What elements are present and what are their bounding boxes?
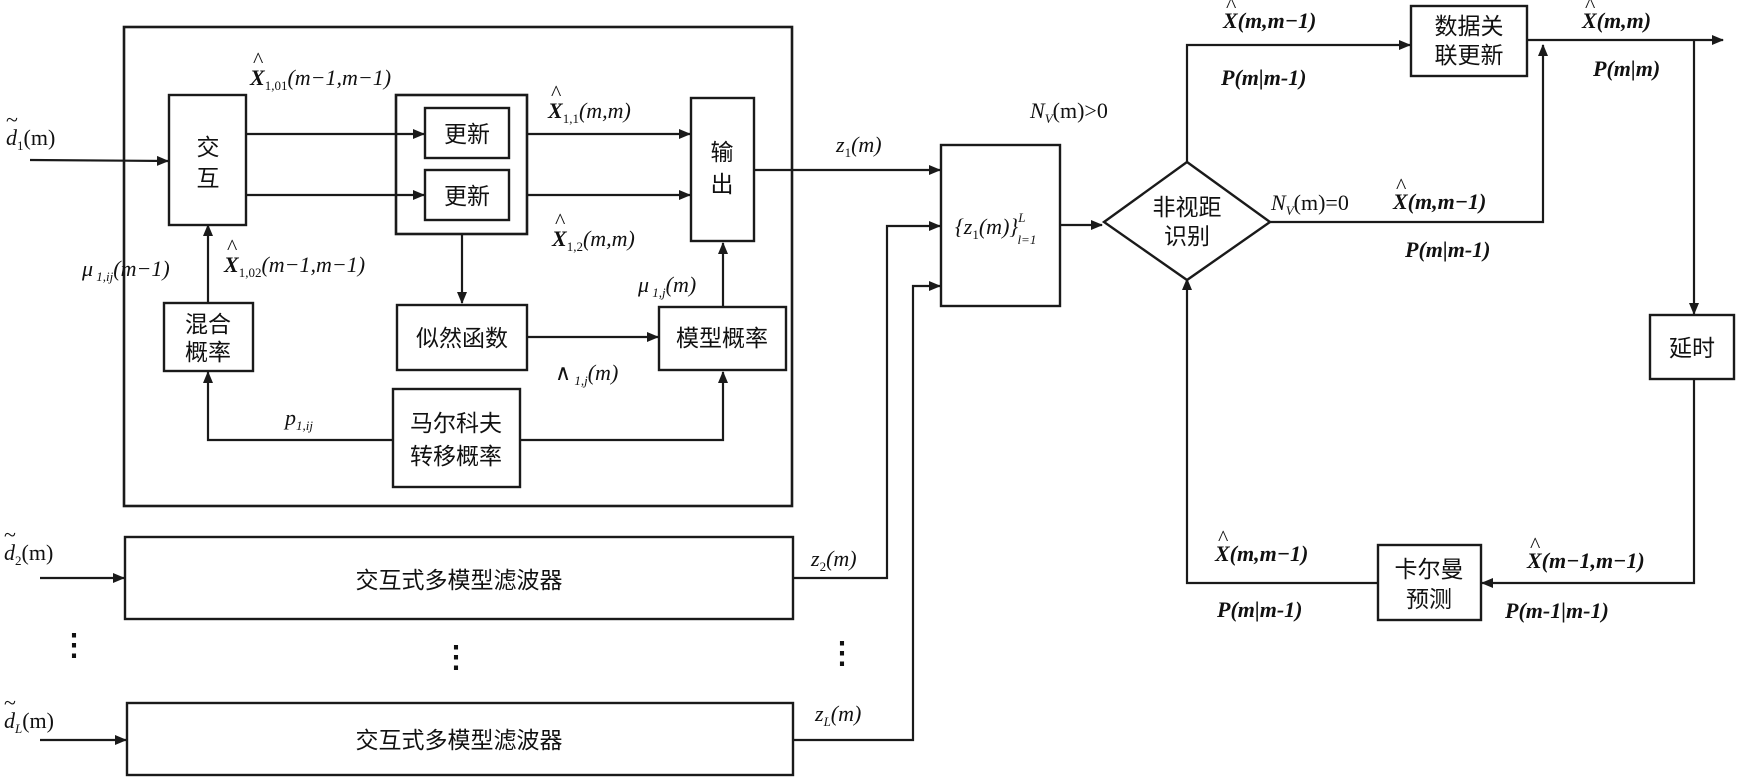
interact-block — [167, 93, 248, 227]
mixing-probability-block — [162, 301, 255, 373]
update-block-1-label: 更新 — [444, 122, 490, 148]
delay-to-kalman-arrow — [1481, 380, 1696, 588]
model-probability-block — [657, 305, 788, 372]
x-prev-hat: ^ — [1530, 532, 1541, 557]
likelihood-label: 似然函数 — [416, 326, 508, 352]
x-pred-top-hat: ^ — [1226, 0, 1237, 17]
d1-input-label: d1(m) — [6, 125, 55, 153]
mixing-probability-label-1: 混合 — [185, 312, 231, 338]
zL-label: zL(m) — [814, 701, 861, 729]
update-group-box — [394, 93, 529, 236]
delay-label: 延时 — [1669, 336, 1715, 362]
data-association-update-block — [1409, 4, 1529, 78]
x-hat-12-hat: ^ — [555, 208, 566, 233]
imm-filter-1-frame — [122, 25, 794, 508]
z2-label: z2(m) — [810, 546, 857, 574]
imm-filter-2-label: 交互式多模型滤波器 — [356, 568, 563, 594]
nv-positive-label: NV(m)>0 — [1029, 98, 1108, 126]
x-pred-bot-hat: ^ — [1218, 525, 1229, 550]
interact-label-2: 互 — [197, 166, 220, 192]
ellipsis-middle: ⋮ — [441, 641, 471, 674]
update-block-1 — [423, 106, 511, 160]
x-hat-102-hat: ^ — [227, 234, 238, 259]
p-out-label: P(m|m) — [1592, 56, 1660, 81]
nlos-identification-diamond — [1101, 160, 1273, 282]
d2-input-label: d2(m) — [4, 540, 53, 568]
z1-label: z1(m) — [835, 132, 882, 160]
x-hat-102-label: X1,02(m−1,m−1) — [223, 252, 365, 280]
markov-label-1: 马尔科夫 — [410, 411, 502, 437]
x-hat-11-hat: ^ — [551, 80, 562, 105]
x-hat-101-hat: ^ — [253, 47, 264, 72]
nlos-top-to-assoc-arrow — [1185, 40, 1411, 162]
data-association-label-2: 联更新 — [1435, 43, 1504, 69]
ellipsis-left: ⋮ — [59, 629, 89, 662]
p-pred-top-label: P(m|m-1) — [1220, 65, 1307, 90]
imm-filter-L-label: 交互式多模型滤波器 — [356, 728, 563, 754]
lambda-label: ∧ 1,j(m) — [555, 360, 618, 388]
update-block-2-label: 更新 — [444, 184, 490, 210]
d1-to-interact-arrow — [29, 155, 169, 166]
nlos-label-1: 非视距 — [1153, 195, 1222, 221]
likelihood-block — [395, 303, 529, 372]
kalman-label-1: 卡尔曼 — [1395, 557, 1464, 583]
measurement-set-block — [939, 143, 1062, 308]
p-prev-label: P(m-1|m-1) — [1504, 598, 1609, 623]
d2-tilde: ~ — [4, 522, 16, 547]
kalman-prediction-block — [1376, 543, 1483, 622]
update-block-2 — [423, 168, 511, 222]
data-association-label-1: 数据关 — [1435, 14, 1504, 40]
markov-transition-block — [391, 387, 522, 489]
mixing-probability-label-2: 概率 — [185, 340, 231, 366]
nlos-label-2: 识别 — [1164, 224, 1210, 250]
mu-j-label: μ 1,j(m) — [637, 272, 696, 300]
output-label-2: 出 — [711, 172, 734, 198]
output-block — [689, 96, 756, 243]
ellipsis-right: ⋮ — [827, 637, 857, 670]
x-out-label: X(m,m) — [1581, 8, 1651, 33]
d1-tilde: ~ — [6, 107, 18, 132]
zL-to-set-arrow — [793, 281, 941, 742]
dL-tilde: ~ — [4, 690, 16, 715]
markov-to-mixprob-arrow — [203, 371, 393, 442]
markov-label-2: 转移概率 — [410, 444, 502, 470]
x-hat-11-label: X1,1(m,m) — [547, 98, 631, 126]
imm-filter-L-block — [125, 701, 795, 777]
nv-zero-label: NV(m)=0 — [1270, 190, 1349, 218]
x-hat-101-label: X1,01(m−1,m−1) — [249, 65, 391, 93]
interact-label-1: 交 — [197, 135, 220, 161]
x-prev-label: X(m−1,m−1) — [1526, 548, 1645, 573]
kalman-to-nlos-arrow — [1182, 278, 1378, 585]
connector-lines — [29, 35, 1724, 745]
model-probability-label: 模型概率 — [676, 326, 768, 352]
x-pred-mid-label: X(m,m−1) — [1392, 189, 1486, 214]
output-label-1: 输 — [711, 140, 734, 166]
p-pred-mid-label: P(m|m-1) — [1404, 237, 1491, 262]
nlos-right-to-assoc-arrow — [1270, 44, 1548, 224]
x-pred-bot-label: X(m,m−1) — [1214, 541, 1308, 566]
p-ij-label: p1,ij — [283, 405, 313, 433]
imm-filter-2-block — [123, 535, 795, 621]
dL-input-label: dL(m) — [4, 708, 54, 736]
mu-ij-label: μ 1,ij(m−1) — [81, 256, 170, 284]
x-out-hat: ^ — [1585, 0, 1596, 17]
markov-to-modelprob-arrow — [520, 371, 728, 442]
p-pred-bot-label: P(m|m-1) — [1216, 597, 1303, 622]
z2-to-set-arrow — [793, 221, 941, 580]
x-pred-top-label: X(m,m−1) — [1222, 8, 1316, 33]
delay-block — [1648, 313, 1736, 381]
x-hat-12-label: X1,2(m,m) — [551, 226, 635, 254]
kalman-label-2: 预测 — [1406, 587, 1452, 613]
x-pred-mid-hat: ^ — [1396, 173, 1407, 198]
